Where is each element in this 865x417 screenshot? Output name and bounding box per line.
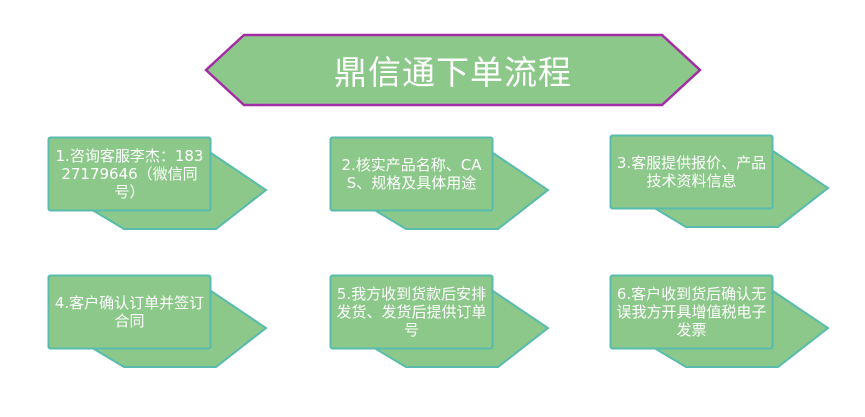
step-1-text: 1.咨询客服李杰：18327179646（微信同号） — [55, 146, 204, 202]
flowchart-title: 鼎信通下单流程 — [334, 53, 572, 92]
step-arrow-shape-icon — [47, 136, 268, 230]
step-2-card: 2.核实产品名称、CAS、规格及具体用途 — [329, 136, 551, 234]
step-2-text: 2.核实产品名称、CAS、规格及具体用途 — [341, 155, 482, 192]
step-arrow-shape-icon — [329, 274, 550, 368]
hexagon-polygon — [204, 33, 702, 107]
step-text-box — [329, 274, 494, 350]
step-text-box — [47, 136, 212, 212]
step-4-card: 4.客户确认订单并签订合同 — [47, 274, 269, 372]
step-5-card: 5.我方收到货款后安排发货、发货后提供订单号 — [329, 274, 551, 372]
step-6-card: 6.客户收到货后确认无误我方开具增值税电子发票 — [609, 274, 831, 372]
step-arrow-shape-icon — [47, 274, 268, 368]
step-arrow-shape-icon — [609, 274, 830, 368]
step-text-box — [609, 134, 774, 210]
step-3-text: 3.客服提供报价、产品技术资料信息 — [616, 153, 767, 190]
step-arrow-shape-icon — [329, 136, 550, 230]
step-3-card: 3.客服提供报价、产品技术资料信息 — [609, 134, 831, 232]
step-text-box — [609, 274, 774, 350]
step-1-card: 1.咨询客服李杰：18327179646（微信同号） — [47, 136, 269, 234]
step-5-text: 5.我方收到货款后安排发货、发货后提供订单号 — [336, 284, 487, 340]
title-hexagon: 鼎信通下单流程 — [204, 33, 702, 107]
step-4-text: 4.客户确认订单并签订合同 — [54, 293, 205, 330]
step-6-text: 6.客户收到货后确认无误我方开具增值税电子发票 — [616, 284, 767, 340]
hexagon-shape-icon — [204, 33, 702, 107]
step-arrow-shape-icon — [609, 134, 830, 228]
step-text-box — [47, 274, 212, 350]
step-text-box — [329, 136, 494, 212]
